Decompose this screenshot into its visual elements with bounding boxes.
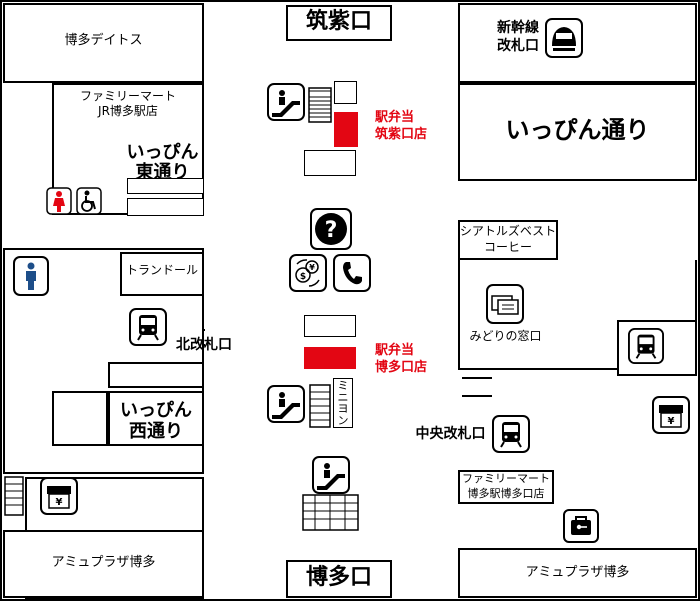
central-gate-label: 中央改札口 — [415, 426, 486, 442]
hakata-deitos-block — [3, 3, 204, 83]
train-icon[interactable] — [628, 328, 664, 364]
amu-right-label: アミュプラザ博多 — [525, 565, 630, 580]
male-restroom-icon[interactable] — [13, 256, 49, 296]
ippin-west-line2: 西通り — [129, 421, 183, 442]
south-stall — [304, 315, 356, 337]
atm-icon[interactable]: ¥ — [652, 396, 690, 434]
coin-locker-icon[interactable] — [563, 509, 599, 543]
ekiben-hakata-block — [304, 347, 356, 369]
north-gate-label: 北改札口 — [176, 337, 232, 353]
atm-icon[interactable]: ¥ — [40, 477, 78, 515]
seattles-line2: コーヒー — [483, 240, 532, 254]
svg-text:¥: ¥ — [56, 497, 63, 508]
information-icon[interactable]: ? — [310, 208, 352, 250]
ippin-east-line1: いっぴん — [126, 142, 199, 163]
south-entrance-box[interactable] — [286, 560, 392, 598]
tran-doll-block — [120, 252, 204, 296]
amu-left-lower — [3, 530, 204, 598]
north-entrance-box[interactable] — [286, 5, 392, 41]
north-entrance-label: 筑紫口 — [305, 9, 372, 34]
familymart-bottom-line1: ファミリーマート — [462, 472, 550, 485]
seattles-line1: シアトルズベスト — [459, 224, 557, 238]
shinkansen-icon[interactable] — [545, 18, 583, 58]
miniyon-label: ミニヨン — [337, 379, 349, 427]
midori-label: みどりの窓口 — [469, 329, 542, 343]
ekiben-chikushi-line1: 駅弁当 — [375, 110, 415, 125]
telephone-icon[interactable] — [333, 254, 371, 292]
familymart-top-line2: JR博多駅店 — [98, 104, 158, 118]
miniyon-block — [333, 378, 353, 428]
train-icon[interactable] — [492, 415, 530, 453]
amu-right-block — [458, 548, 697, 598]
svg-text:¥: ¥ — [668, 416, 675, 427]
escalator-icon[interactable] — [267, 83, 305, 121]
ippin-west-line1: いっぴん — [120, 400, 192, 421]
svg-text:?: ? — [325, 218, 338, 243]
north-stall — [304, 150, 356, 176]
svg-text:$: $ — [300, 272, 306, 282]
ticket-icon[interactable] — [486, 284, 524, 324]
shinkansen-line1: 新幹線 — [497, 20, 539, 36]
ippin-east-stall-2 — [127, 198, 204, 216]
north-kiosk — [334, 81, 357, 104]
wheelchair-icon[interactable] — [76, 187, 102, 215]
west-stall-1 — [108, 362, 204, 388]
familymart-top-line1: ファミリーマート — [79, 89, 176, 103]
svg-text:¥: ¥ — [309, 263, 315, 272]
west-stall-2 — [52, 391, 108, 446]
ippin-west-block — [108, 391, 204, 446]
seattles-block — [458, 220, 558, 260]
shinkansen-line2: 改札口 — [497, 38, 539, 54]
hakata-deitos-label: 博多デイトス — [64, 33, 143, 48]
ekiben-chikushi-line2: 筑紫口店 — [375, 127, 428, 142]
female-restroom-icon[interactable] — [46, 187, 72, 215]
ippin-east-line2: 東通り — [135, 162, 190, 183]
tran-doll-label: トランドール — [125, 263, 198, 277]
ekiben-chikushi-block — [334, 112, 358, 147]
ekiben-hakata-line1: 駅弁当 — [375, 343, 415, 358]
familymart-bottom-line2: 博多駅博多口店 — [467, 487, 545, 500]
currency-exchange-icon[interactable]: $ ¥ — [289, 254, 327, 292]
escalator-icon[interactable] — [267, 385, 305, 423]
ippin-dori-label: いっぴん通り — [505, 116, 650, 144]
amu-left-label: アミュプラザ博多 — [51, 555, 156, 570]
ippin-east-stall-1 — [127, 178, 204, 194]
train-icon[interactable] — [129, 308, 167, 346]
ekiben-hakata-line2: 博多口店 — [375, 360, 428, 375]
south-entrance-label: 博多口 — [305, 565, 372, 590]
escalator-icon[interactable] — [312, 456, 350, 494]
familymart-bottom-block — [458, 470, 554, 504]
ippin-dori-block — [458, 83, 697, 181]
